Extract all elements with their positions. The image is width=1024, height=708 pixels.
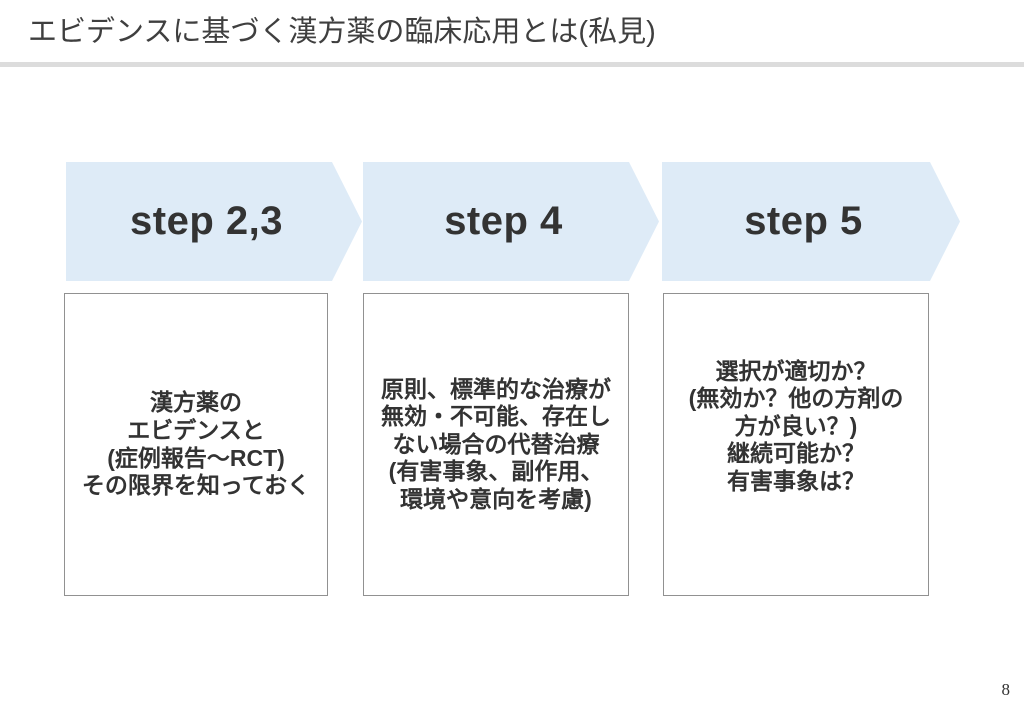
step-description-box-2: 原則、標準的な治療が 無効・不可能、存在し ない場合の代替治療 (有害事象、副作… — [363, 293, 629, 596]
step-description-box-3: 選択が適切か？ (無効か？他の方剤の 方が良い？) 継続可能か？ 有害事象は？ — [663, 293, 929, 596]
step-description-2: 原則、標準的な治療が 無効・不可能、存在し ない場合の代替治療 (有害事象、副作… — [381, 375, 611, 512]
step-description-1: 漢方薬の エビデンスと (症例報告～RCT) その限界を知っておく — [81, 389, 311, 499]
step-chevron-3: step 5 — [662, 162, 960, 281]
step-description-box-1: 漢方薬の エビデンスと (症例報告～RCT) その限界を知っておく — [64, 293, 328, 596]
step-description-3: 選択が適切か？ (無効か？他の方剤の 方が良い？) 継続可能か？ 有害事象は？ — [688, 357, 904, 494]
page-number: 8 — [1001, 680, 1011, 699]
step-chevron-2-label: step 4 — [444, 199, 563, 243]
step-chevron-3-label: step 5 — [744, 199, 863, 243]
title-divider — [0, 62, 1024, 67]
step-chevron-1: step 2,3 — [66, 162, 362, 281]
step-chevron-1-label: step 2,3 — [130, 199, 283, 243]
step-chevron-2: step 4 — [363, 162, 659, 281]
slide-title: エビデンスに基づく漢方薬の臨床応用とは(私見) — [28, 16, 656, 48]
